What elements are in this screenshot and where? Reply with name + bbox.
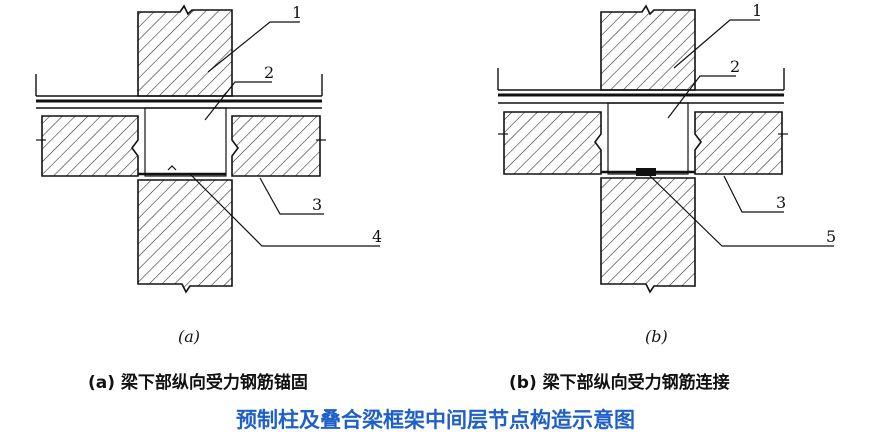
leader-2-a: [204, 81, 272, 121]
label-2-a: 2: [264, 63, 274, 82]
diagram-b: 1 2 3 5 (b): [497, 1, 836, 346]
leader-4-a: [189, 173, 380, 247]
right-beam-a: [231, 115, 321, 177]
label-4-a: 4: [372, 227, 382, 246]
label-3-b: 3: [776, 193, 786, 212]
lower-column-b: [600, 177, 696, 294]
left-beam-b: [503, 111, 602, 175]
rebar-coupler-b: [636, 168, 656, 176]
leader-3-a: [259, 177, 324, 215]
label-2-b: 2: [730, 57, 740, 76]
leader-2-b: [667, 75, 736, 119]
lower-column-a: [137, 179, 233, 294]
leader-5-b: [647, 173, 834, 247]
right-beam-b: [694, 111, 783, 175]
leader-1-a: [207, 21, 300, 73]
panel-label-b: (b): [645, 327, 668, 346]
upper-column-a: [137, 4, 233, 97]
figure-title: 预制柱及叠合梁框架中间层节点构造示意图: [236, 408, 635, 432]
label-1-b: 1: [752, 1, 762, 20]
leader-1-b: [673, 19, 760, 69]
label-5-b: 5: [826, 227, 836, 246]
panel-label-a: (a): [178, 327, 200, 346]
label-3-a: 3: [312, 195, 322, 214]
left-beam-a: [41, 115, 139, 177]
upper-column-b: [600, 4, 696, 91]
label-1-a: 1: [292, 3, 302, 22]
caption-b: (b) 梁下部纵向受力钢筋连接: [509, 373, 730, 393]
joint-core-b: [607, 102, 689, 175]
caption-a: (a) 梁下部纵向受力钢筋锚固: [88, 373, 308, 393]
joint-core-a: [144, 107, 227, 177]
leader-3-b: [723, 175, 784, 213]
diagram-a: 1 2 3 4 (a): [35, 3, 382, 346]
